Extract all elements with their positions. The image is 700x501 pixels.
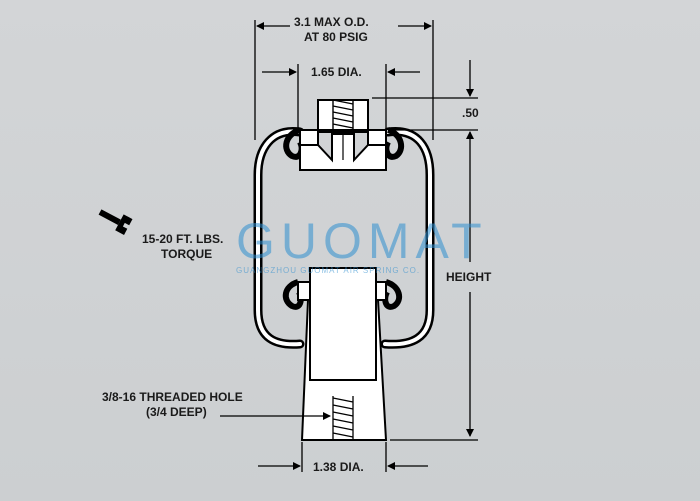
torque-label-line2: TORQUE <box>161 247 213 261</box>
od-label-line1: 3.1 MAX O.D. <box>294 15 369 29</box>
bellows-sleeve <box>253 127 435 349</box>
upper-mount <box>299 99 387 171</box>
bottom-dia-label: 1.38 DIA. <box>313 460 364 474</box>
threaded-hole <box>332 396 354 440</box>
wrench-icon <box>98 209 133 235</box>
threaded-hole-label-line2: (3/4 DEEP) <box>146 405 207 419</box>
dimension-lines <box>220 20 478 472</box>
height-label: HEIGHT <box>446 270 492 284</box>
torque-label-line1: 15-20 FT. LBS. <box>142 232 224 246</box>
top-height-label: .50 <box>462 106 479 120</box>
lower-piston <box>297 267 388 441</box>
od-label-line2: AT 80 PSIG <box>304 30 368 44</box>
threaded-hole-label-line1: 3/8-16 THREADED HOLE <box>102 390 243 404</box>
watermark-brand: GUOMAT <box>236 213 488 269</box>
watermark-tagline: GUANGZHOU GUOMAT AIR SPRING CO. <box>236 266 421 275</box>
top-dia-label: 1.65 DIA. <box>311 65 362 79</box>
